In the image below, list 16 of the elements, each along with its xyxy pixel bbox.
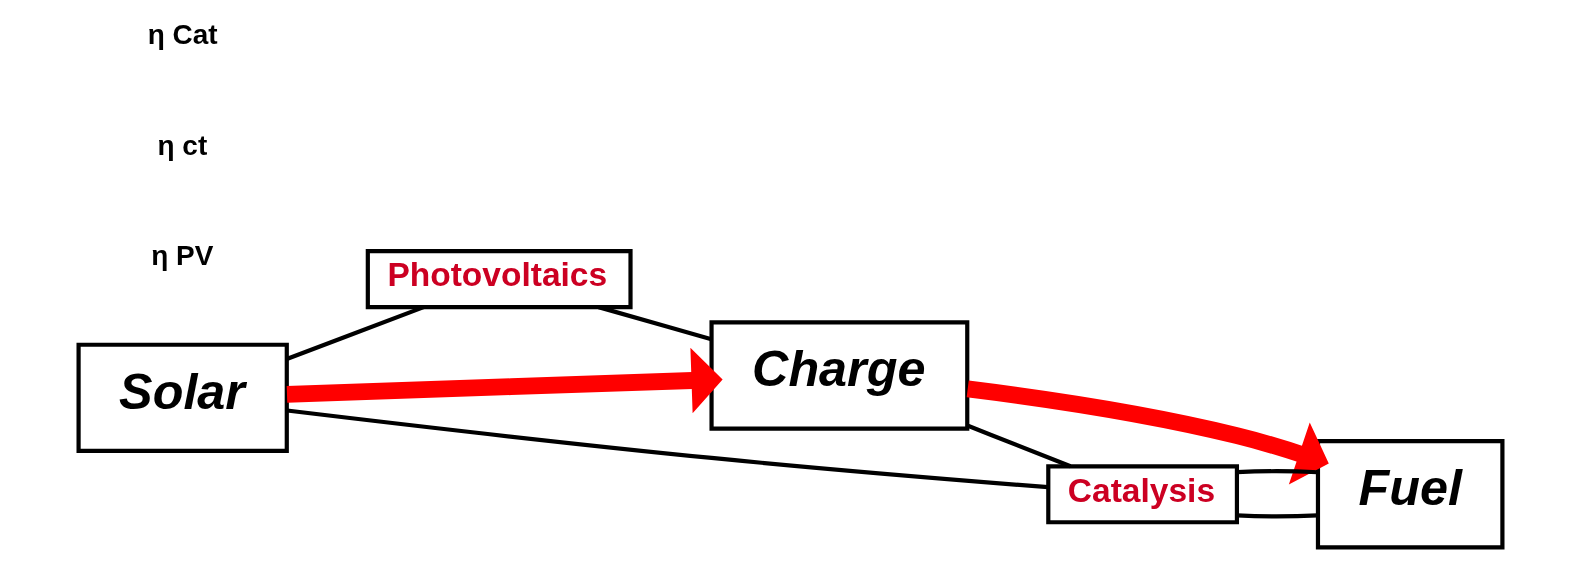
connector — [1236, 469, 1318, 475]
label: η Cat — [147, 19, 218, 51]
node-box: Solar — [76, 342, 289, 454]
label: η PV — [151, 240, 214, 272]
connector — [1236, 513, 1318, 519]
node-box: Catalysis — [1046, 464, 1240, 525]
label: η ct — [157, 129, 208, 161]
connector — [966, 423, 1072, 469]
node-box: Photovoltaics — [365, 249, 633, 310]
connector — [286, 408, 1049, 490]
arrow — [966, 380, 1329, 485]
arrow — [286, 347, 723, 414]
connector — [286, 305, 425, 361]
connector — [598, 305, 712, 342]
node-box: Fuel — [1315, 439, 1505, 550]
node-box: Charge — [709, 320, 970, 431]
